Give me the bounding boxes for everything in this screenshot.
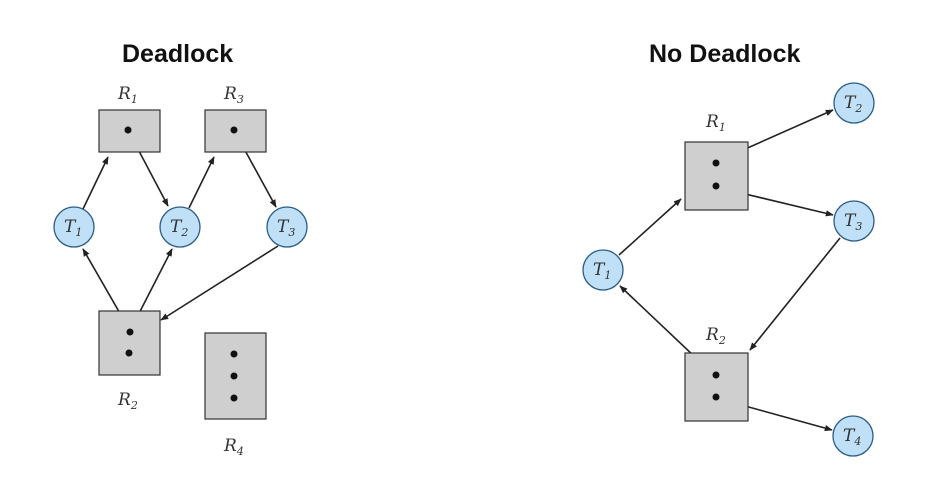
thread-label: T3: [277, 217, 295, 239]
thread-t1: T1: [582, 249, 624, 291]
edge-t2-r3: [188, 156, 215, 209]
instance-dot: [712, 371, 720, 379]
instance-dot: [230, 372, 238, 380]
thread-label: T2: [844, 93, 862, 115]
resource-r3: R3: [204, 84, 267, 153]
deadlock-title: Deadlock: [122, 40, 234, 68]
edge-t3-r2: [749, 237, 841, 351]
instance-dot: [230, 126, 238, 134]
instance-dot: [230, 394, 238, 402]
thread-t4: T4: [832, 415, 874, 457]
resource-r1: R1: [684, 112, 749, 211]
instance-dot: [712, 182, 720, 190]
resource-label: R4: [223, 436, 244, 458]
thread-label: T1: [64, 217, 82, 239]
resource-r1: R1: [98, 84, 161, 153]
instance-dot: [125, 349, 133, 357]
thread-label: T4: [843, 426, 861, 448]
instance-dot: [712, 393, 720, 401]
resource-label: R2: [117, 390, 138, 412]
thread-label: T2: [170, 217, 188, 239]
thread-t2: T2: [159, 206, 201, 248]
thread-t2: T2: [833, 82, 875, 124]
resource-r4: R4: [204, 332, 267, 458]
thread-label: T3: [844, 211, 862, 233]
edge-t3-r2: [160, 245, 279, 321]
edge-t1-r1: [618, 198, 682, 256]
edge-t1-r1: [82, 156, 109, 210]
thread-t3: T3: [266, 206, 308, 248]
resource-r2: R2: [98, 310, 161, 412]
no-deadlock-graph: R1 R2 T1 T2 T3 T4: [582, 82, 875, 457]
thread-t1: T1: [53, 206, 95, 248]
no-deadlock-title: No Deadlock: [649, 40, 801, 68]
resource-label: R1: [117, 84, 138, 106]
thread-label: T1: [593, 260, 611, 282]
resource-label: R1: [705, 112, 726, 134]
instance-dot: [126, 328, 134, 336]
instance-dot: [230, 350, 238, 358]
instance-dot: [712, 159, 720, 167]
resource-label: R2: [705, 325, 726, 347]
resource-label: R3: [223, 84, 244, 106]
thread-t3: T3: [833, 200, 875, 242]
deadlock-graph: R1 R3 R2 R4 T1 T2: [53, 84, 308, 458]
resource-r2: R2: [684, 325, 749, 422]
instance-dot: [124, 126, 132, 134]
